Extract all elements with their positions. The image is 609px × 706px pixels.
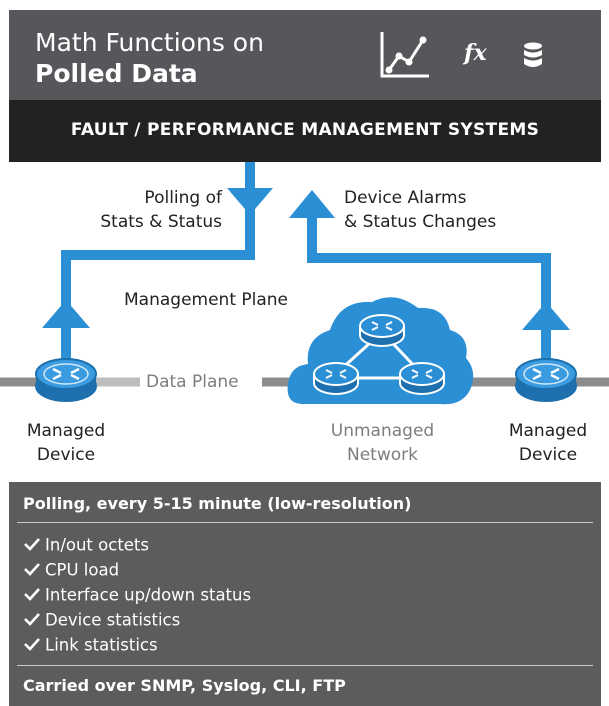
subheader-bar: FAULT / PERFORMANCE MANAGEMENT SYSTEMS: [9, 100, 601, 162]
check-icon: [23, 609, 45, 633]
function-icon: fx: [464, 40, 487, 66]
header-panel: Math Functions on Polled Data fx: [9, 10, 601, 100]
check-icon: [23, 634, 45, 658]
polling-arrow: [227, 188, 273, 215]
panel-footer: Carried over SNMP, Syslog, CLI, FTP: [23, 676, 346, 695]
right-device-arrow: [522, 302, 570, 330]
subheader-label: FAULT / PERFORMANCE MANAGEMENT SYSTEMS: [70, 120, 540, 140]
cloud-router-top: [359, 314, 405, 347]
panel-heading: Polling, every 5-15 minute (low-resoluti…: [23, 494, 412, 513]
polling-details-panel: Polling, every 5-15 minute (low-resoluti…: [9, 482, 601, 706]
title-line-2: Polled Data: [35, 59, 198, 88]
check-icon: [23, 584, 45, 608]
left-device-stem: [61, 320, 71, 360]
left-device-arrow: [42, 300, 90, 328]
data-plane-label: Data Plane: [146, 372, 239, 392]
unmanaged-network-label: Unmanaged Network: [330, 421, 435, 465]
chart-icon: [380, 32, 429, 78]
title-line-1: Math Functions on: [35, 28, 264, 57]
managed-device-left-label: Managed Device: [26, 421, 106, 465]
managed-device-right-label: Managed Device: [508, 421, 588, 465]
polling-label: Polling of Stats & Status: [100, 188, 222, 232]
check-icon: [23, 559, 45, 583]
check-icon: [23, 534, 45, 558]
database-icon: [524, 42, 542, 67]
divider-bottom: [17, 665, 593, 666]
right-device-stem: [541, 322, 551, 362]
cloud-router-left: [313, 362, 359, 395]
list-item: In/out octets: [23, 533, 149, 557]
alarms-label: Device Alarms & Status Changes: [344, 188, 497, 232]
list-item: Interface up/down status: [23, 583, 251, 607]
polling-stem: [245, 162, 255, 192]
cloud-router-right: [399, 362, 445, 395]
managed-router-left: [34, 357, 98, 403]
list-item: Device statistics: [23, 608, 180, 632]
list-item: CPU load: [23, 558, 119, 582]
list-item: Link statistics: [23, 633, 158, 657]
management-plane-label: Management Plane: [124, 290, 289, 310]
divider-top: [17, 522, 593, 523]
managed-router-right: [514, 357, 578, 403]
alarms-arrow: [289, 190, 335, 218]
alarms-path: [307, 215, 551, 330]
